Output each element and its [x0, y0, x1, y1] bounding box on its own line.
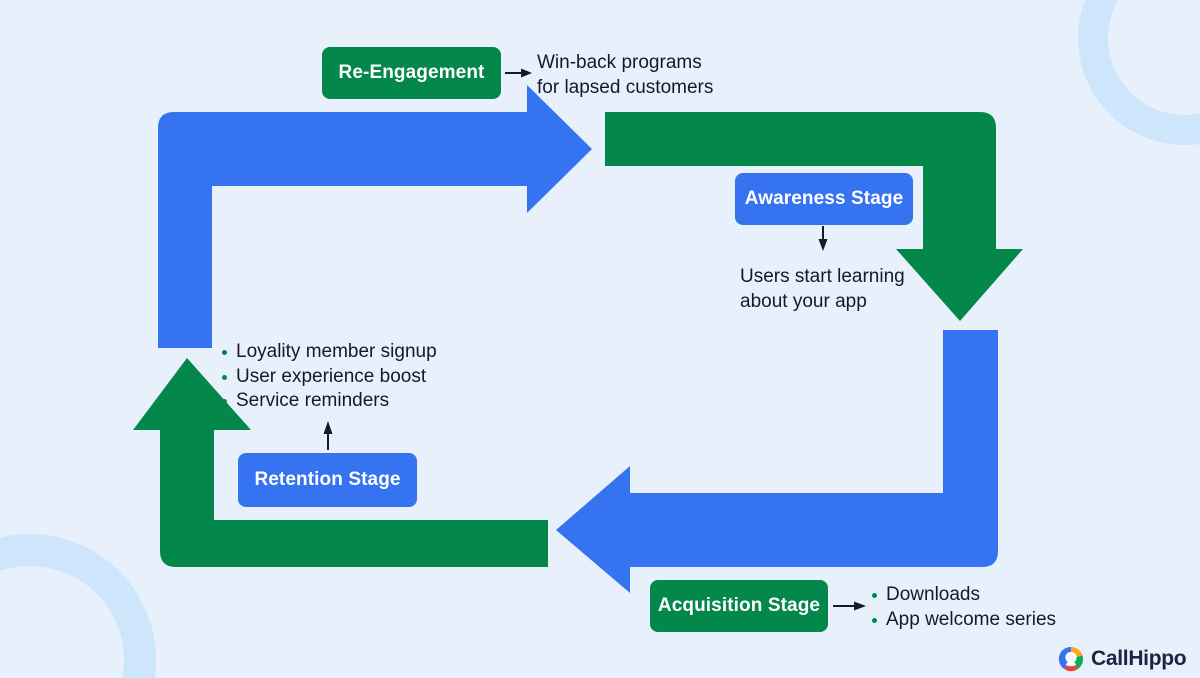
- bullets-acquisition: Downloads App welcome series: [872, 583, 1056, 632]
- stage-box-re-engagement[interactable]: Re-Engagement: [322, 47, 501, 99]
- callhippo-logo: CallHippo: [1058, 646, 1187, 672]
- stage-label-acquisition: Acquisition Stage: [657, 595, 821, 616]
- list-item: App welcome series: [872, 608, 1056, 633]
- note-awareness: Users start learning about your app: [740, 266, 905, 312]
- list-item: User experience boost: [222, 365, 437, 390]
- bullets-retention: Loyality member signup User experience b…: [222, 340, 437, 414]
- list-item: Service reminders: [222, 389, 437, 414]
- arrow-left-green: [133, 358, 548, 567]
- note-re-engagement: Win-back programs for lapsed customers: [537, 52, 714, 98]
- decor-ring-top-right: [1078, 0, 1200, 145]
- list-item: Downloads: [872, 583, 1056, 608]
- arrow-bottom-blue: [556, 330, 998, 593]
- stage-box-retention[interactable]: Retention Stage: [238, 453, 417, 507]
- connector-retention: [323, 421, 333, 450]
- stage-box-acquisition[interactable]: Acquisition Stage: [650, 580, 828, 632]
- decor-ring-bottom-left: [0, 534, 156, 678]
- arrow-top-blue: [158, 85, 592, 348]
- stage-box-awareness[interactable]: Awareness Stage: [735, 173, 913, 225]
- arrow-right-green: [605, 112, 1023, 321]
- callhippo-mark-icon: [1058, 646, 1084, 672]
- connector-awareness: [818, 226, 828, 251]
- connector-acquisition: [833, 601, 866, 611]
- list-item: Loyality member signup: [222, 340, 437, 365]
- stage-label-awareness: Awareness Stage: [744, 188, 904, 209]
- callhippo-wordmark: CallHippo: [1091, 647, 1187, 670]
- stage-label-retention: Retention Stage: [254, 469, 401, 490]
- stage-label-re-engagement: Re-Engagement: [338, 62, 485, 83]
- connector-re-engagement: [505, 68, 532, 78]
